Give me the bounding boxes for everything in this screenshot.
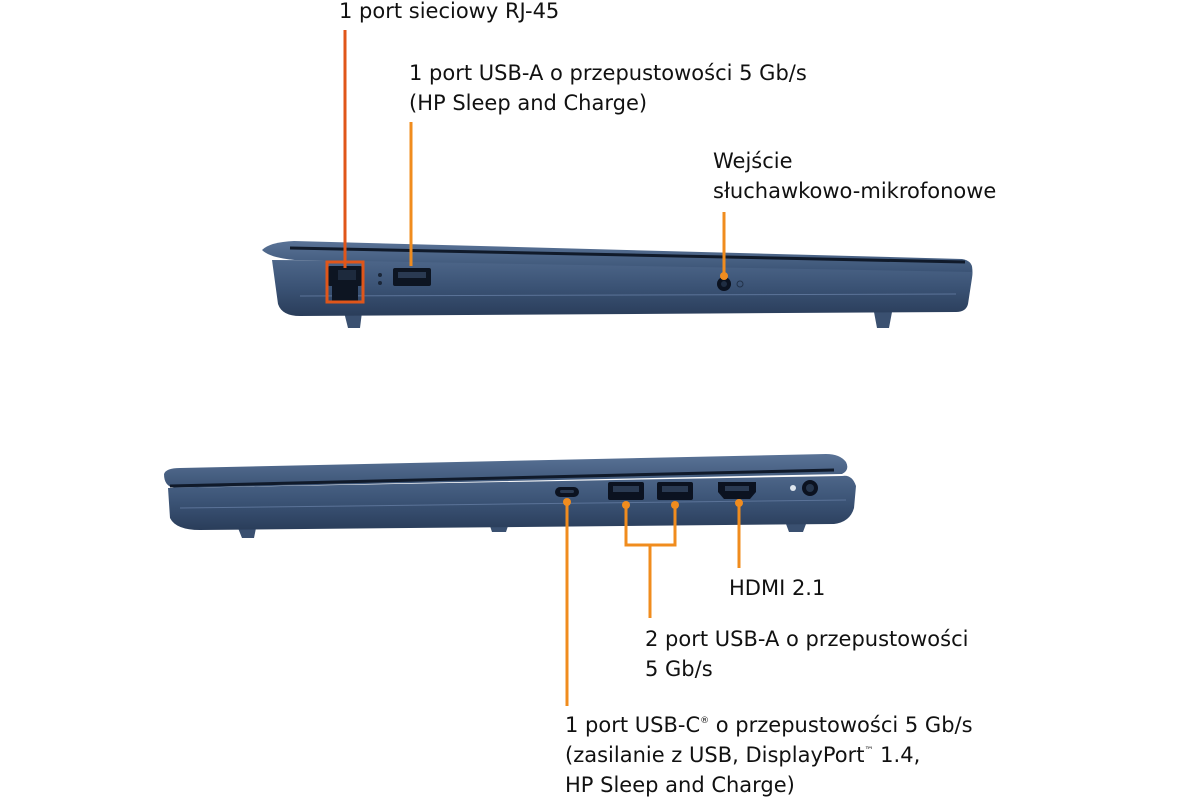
label-usb-a-left-line1: 1 port USB-A o przepustowości 5 Gb/s (409, 61, 807, 85)
audio-jack (717, 277, 744, 291)
label-usb-a-right-line2: 5 Gb/s (645, 657, 713, 681)
usb-a-port-right-2 (657, 482, 693, 500)
status-led (378, 273, 382, 277)
label-usb-c-text: o przepustowości 5 Gb/s (709, 713, 973, 737)
rj45-highlight (325, 260, 365, 304)
laptop-foot-right (786, 524, 806, 532)
laptop-foot-mid (490, 526, 508, 532)
base-highlight (299, 293, 957, 297)
leader-lines (325, 30, 743, 706)
label-audio-line1: Wejście (713, 149, 793, 173)
lid-seam (169, 468, 835, 488)
laptop-base (272, 260, 973, 316)
status-led (378, 281, 382, 285)
label-hdmi: HDMI 2.1 (729, 576, 826, 600)
base-highlight (179, 499, 847, 509)
laptop-foot-right (874, 312, 892, 328)
power-button (802, 480, 818, 496)
lid-seam (289, 246, 966, 264)
label-usb-c-text: 1.4, (873, 743, 921, 767)
leader-usb-a-right-dot-2 (671, 501, 679, 509)
rj45-port (328, 266, 362, 302)
laptop-left-side-view (262, 241, 973, 328)
usb-a-port-left (393, 268, 431, 286)
registered-mark: ® (700, 716, 710, 726)
label-usb-c-line2: (zasilanie z USB, DisplayPort™ 1.4, (565, 740, 920, 770)
trademark-mark: ™ (864, 746, 874, 756)
label-usb-c-text: (zasilanie z USB, DisplayPort (565, 743, 865, 767)
laptop-lid (262, 241, 973, 272)
power-led (790, 485, 796, 491)
leader-usb-a-right-dot-1 (622, 501, 630, 509)
usb-a-port-right-1 (608, 482, 644, 500)
label-usb-a-left-line2: (HP Sleep and Charge) (409, 91, 648, 115)
leader-usb-c-dot (563, 498, 571, 506)
leader-hdmi-dot (735, 499, 743, 507)
leader-usb-a-right (624, 504, 677, 618)
usb-c-port (555, 487, 579, 497)
laptop-right-side-view (164, 454, 856, 538)
laptop-foot-left (344, 312, 362, 328)
laptop-lid (164, 454, 848, 488)
label-usb-c-text: 1 port USB-C (565, 713, 701, 737)
label-usb-a-right-line1: 2 port USB-A o przepustowości (645, 627, 969, 651)
label-usb-c-line1: 1 port USB-C® o przepustowości 5 Gb/s (565, 710, 973, 740)
hdmi-port (718, 482, 756, 499)
laptop-foot-left (238, 528, 256, 538)
leader-audio-dot (720, 272, 728, 280)
label-usb-c-line3: HP Sleep and Charge) (565, 773, 795, 797)
label-audio-line2: słuchawkowo-mikrofonowe (713, 179, 997, 203)
label-rj45: 1 port sieciowy RJ-45 (339, 0, 560, 23)
